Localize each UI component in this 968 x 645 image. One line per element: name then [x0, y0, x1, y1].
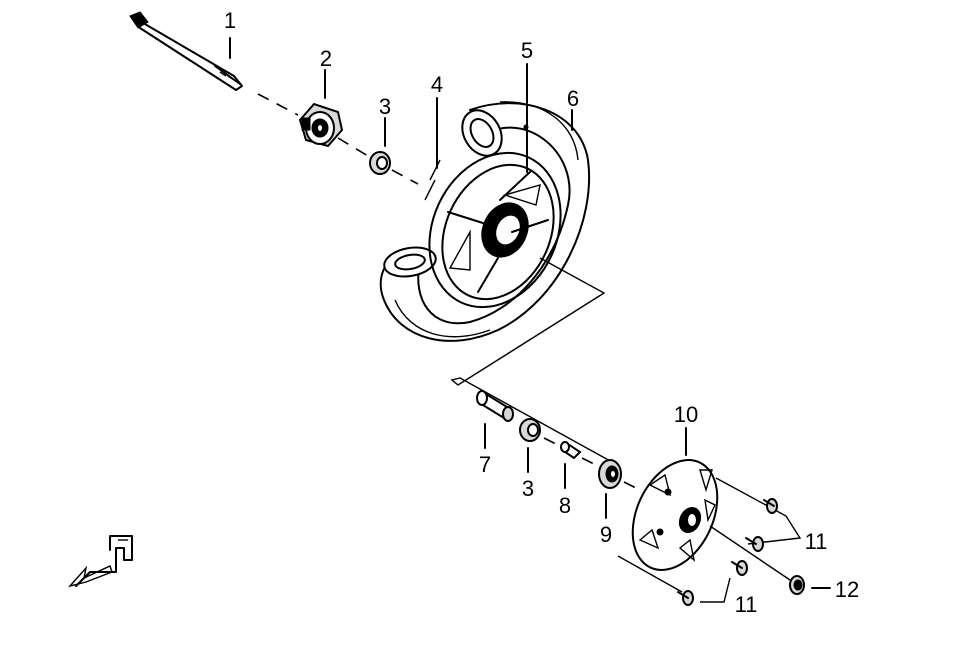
callout-label: 10 [674, 402, 698, 427]
assembly-line [337, 137, 369, 157]
axle-bolt-icon [129, 11, 243, 91]
bearing-icon [369, 151, 391, 175]
callout-label: 9 [600, 522, 612, 547]
spacer-icon [560, 441, 582, 460]
direction-arrow-icon [67, 535, 133, 588]
guide-line [617, 555, 683, 593]
screw-icon [745, 536, 764, 552]
callout-label: 11 [735, 592, 758, 617]
assembly-line [257, 93, 299, 116]
callout-label: 1 [224, 8, 236, 33]
callout-label: 2 [320, 46, 332, 71]
callout-label: 5 [521, 38, 533, 63]
callout-label: 8 [559, 493, 571, 518]
bearing-icon [519, 418, 541, 442]
assembly-line [623, 481, 641, 491]
assembly-line [543, 437, 561, 447]
oil-seal-icon [598, 459, 622, 489]
wheel-rim-icon [424, 124, 562, 309]
screw-icon [763, 498, 778, 514]
assembly-line [391, 169, 419, 185]
nut-icon [789, 575, 805, 595]
callout-label: 12 [835, 577, 859, 602]
callout-label: 6 [567, 86, 579, 111]
speedometer-gear-icon [298, 102, 344, 148]
screw-icon [677, 590, 694, 606]
screw-icon [731, 560, 748, 576]
collar-icon [476, 390, 514, 422]
guide-line [700, 577, 731, 603]
assembly-line [581, 457, 599, 467]
callout-label: 3 [379, 94, 391, 119]
callout-label: 11 [805, 529, 828, 554]
callout-label: 3 [522, 476, 534, 501]
callout-label: 7 [479, 452, 491, 477]
guide-line [715, 477, 802, 545]
guide-line [709, 525, 791, 581]
brake-disc-icon [631, 459, 719, 571]
callout-label: 4 [431, 72, 443, 97]
tire-icon [379, 101, 591, 342]
